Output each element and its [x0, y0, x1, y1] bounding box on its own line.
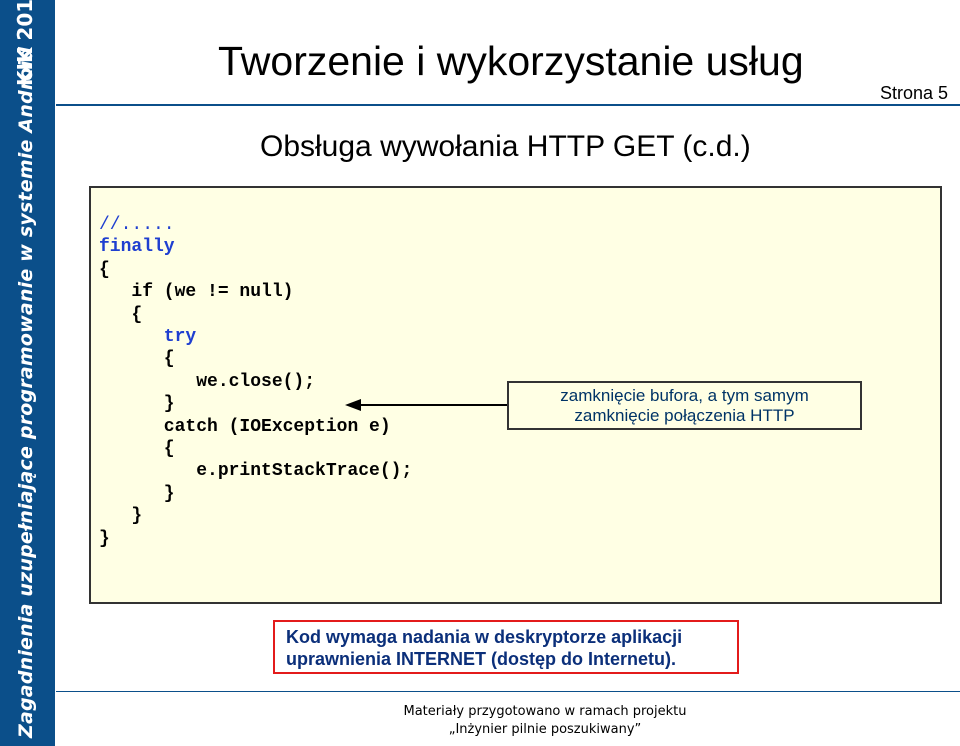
code-line-try: try [99, 327, 197, 348]
code-listing: //..... finally { if (we != null) { try … [99, 214, 412, 550]
code-line: { [99, 259, 110, 280]
series-title: Zagadnienia uzupełniające programowanie … [15, 46, 37, 738]
callout-line: zamknięcie połączenia HTTP [574, 406, 795, 425]
code-line-if: if (we != null) [99, 282, 294, 303]
note-box: Kod wymaga nadania w deskryptorze aplika… [273, 620, 739, 674]
code-line-close: we.close(); [99, 371, 316, 392]
page-number: Strona 5 [879, 83, 948, 103]
note-line: uprawnienia INTERNET (dostęp do Internet… [286, 649, 677, 669]
code-line: } [99, 528, 110, 549]
slide-title: Tworzenie i wykorzystanie usług [218, 38, 804, 84]
note-line: Kod wymaga nadania w deskryptorze aplika… [286, 627, 683, 647]
code-line-stacktrace: e.printStackTrace(); [99, 461, 413, 482]
footer-line: Materiały przygotowano w ramach projektu [403, 704, 687, 719]
footer-line: „Inżynier pilnie poszukiwany” [448, 722, 642, 737]
code-line: { [99, 349, 175, 370]
footer: Materiały przygotowano w ramach projektu… [360, 703, 730, 739]
footer-divider [56, 691, 960, 692]
code-line-catch: catch (IOException e) [99, 416, 391, 437]
callout-line: zamknięcie bufora, a tym samym [560, 386, 809, 405]
code-line: } [99, 506, 143, 527]
code-line: } [99, 483, 175, 504]
code-line: { [99, 304, 143, 325]
sidebar: KIK 2012 Zagadnienia uzupełniające progr… [0, 0, 55, 746]
code-line-finally: finally [99, 237, 175, 258]
code-line: { [99, 439, 175, 460]
code-line: } [99, 394, 175, 415]
arrow-icon [345, 399, 507, 411]
code-line-comment: //..... [99, 215, 175, 235]
callout-box: zamknięcie bufora, a tym samym zamknięci… [507, 381, 862, 430]
slide-subtitle: Obsługa wywołania HTTP GET (c.d.) [260, 130, 751, 163]
title-divider [56, 104, 960, 106]
